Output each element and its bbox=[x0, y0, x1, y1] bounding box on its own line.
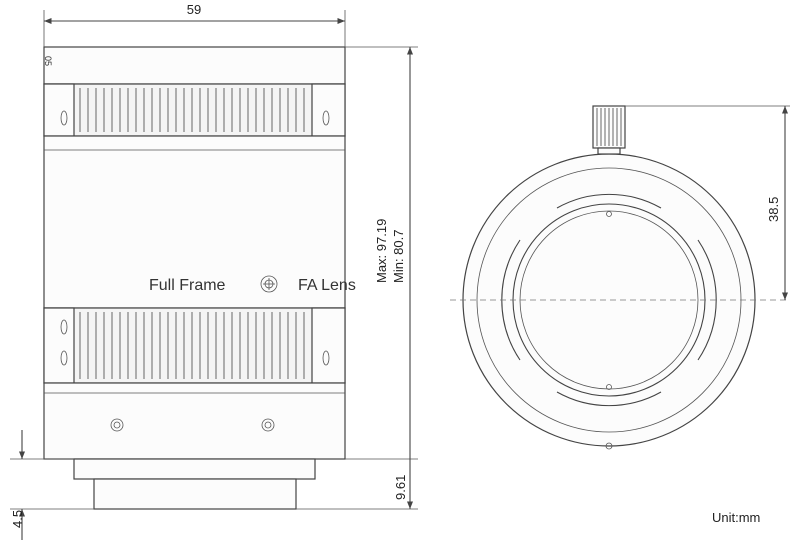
lock-screw bbox=[60, 350, 68, 366]
focus-mark-icon bbox=[260, 275, 278, 293]
width-dimension: 59 bbox=[187, 2, 201, 17]
fa-lens-label: FA Lens bbox=[298, 277, 356, 294]
lens-barrel bbox=[43, 135, 346, 309]
full-frame-label: Full Frame bbox=[149, 277, 226, 294]
locking-knob bbox=[592, 105, 626, 155]
min-length-dimension: Min: 80.7 bbox=[391, 230, 406, 283]
lens-mount-flange bbox=[73, 458, 316, 480]
mount-depth-dimension: 4.5 bbox=[10, 510, 25, 528]
set-screw-icon bbox=[261, 418, 275, 432]
knob-offset-dimension: 38.5 bbox=[766, 197, 781, 222]
lower-iris-ring bbox=[43, 307, 346, 384]
top-cap bbox=[43, 46, 346, 85]
lock-screw bbox=[60, 110, 68, 126]
unit-label: Unit:mm bbox=[712, 510, 760, 525]
lens-base bbox=[43, 382, 346, 460]
max-length-dimension: Max: 97.19 bbox=[374, 219, 389, 283]
side-view: Full Frame FA Lens 05 59 Max: 97.19 Min:… bbox=[10, 2, 418, 540]
flange-dimension: 9.61 bbox=[393, 475, 408, 500]
lens-mount-thread bbox=[93, 478, 297, 510]
lock-screw bbox=[322, 350, 330, 366]
set-screw-icon bbox=[110, 418, 124, 432]
upper-focus-ring bbox=[43, 83, 346, 137]
lock-screw bbox=[322, 110, 330, 126]
lock-screw bbox=[60, 319, 68, 335]
front-view: 38.5 bbox=[450, 105, 790, 450]
ring-mark: 05 bbox=[43, 56, 53, 66]
